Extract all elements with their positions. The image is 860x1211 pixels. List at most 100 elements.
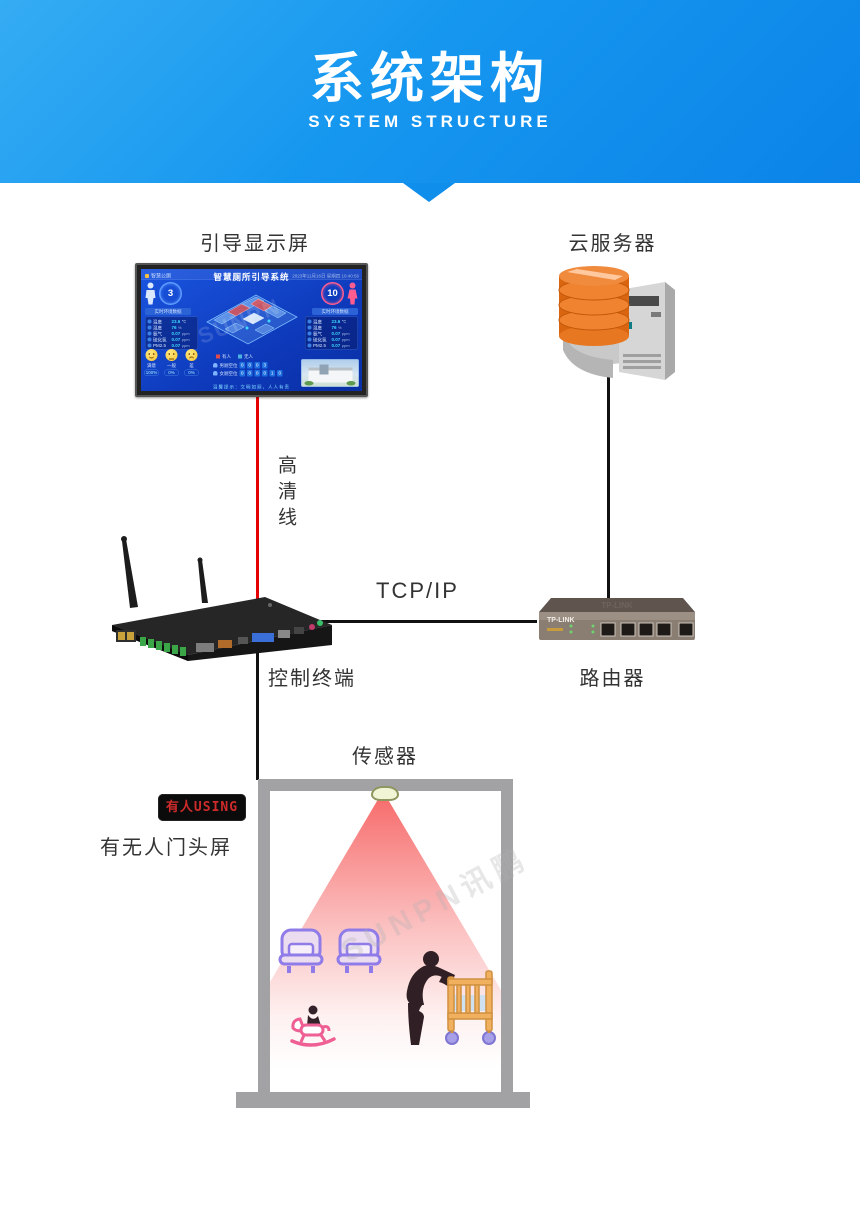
- env-row-value: 0.07: [331, 337, 341, 342]
- env-row-value: 23.6: [331, 319, 341, 324]
- hd-cable-line: [256, 396, 259, 604]
- satisfaction-percent: 100%: [144, 369, 159, 376]
- crib-shape: [445, 970, 496, 1045]
- label-router: 路由器: [579, 668, 646, 690]
- tcp-ip-line: [305, 620, 537, 623]
- cloud-server-icon: [558, 266, 675, 380]
- env-row-icon: [307, 331, 312, 336]
- env-row-icon: [147, 319, 152, 324]
- vacancy-label: 男厕空位: [219, 362, 238, 368]
- router-top-brand: TP-LINK: [601, 601, 633, 610]
- mother-silhouette: [406, 951, 455, 1045]
- env-row-label: 湿度: [313, 325, 323, 331]
- server-to-router-line: [607, 374, 610, 604]
- building-door: [319, 364, 329, 375]
- female-person-icon: [347, 282, 358, 305]
- face-mouth: [169, 357, 174, 360]
- env-row-unit: ℃: [341, 319, 347, 324]
- label-hd-cable: 高清线: [275, 455, 296, 533]
- room-wall-left: [258, 779, 270, 1092]
- vacancy-digit: 0: [239, 361, 246, 369]
- page-title: 系统架构: [310, 49, 550, 109]
- env-row-unit: %: [338, 325, 342, 330]
- env-row-label: 硫化氢: [313, 337, 327, 343]
- legend-label: 有人: [222, 354, 232, 359]
- env-row-value: 0.07: [171, 343, 181, 348]
- banner-arrow-icon: [403, 183, 455, 202]
- env-row-label: 氨气: [313, 331, 323, 337]
- legend-label: 无人: [244, 354, 254, 359]
- right-panel-tag: 实时环境数据: [312, 308, 358, 315]
- face-mouth: [149, 356, 154, 359]
- guide-display-monitor: 智慧公厕 智慧厕所引导系统 2023年11月16日 星期四 10:40:56 3…: [135, 263, 368, 397]
- label-cloud-server: 云服务器: [568, 233, 657, 255]
- male-person-icon: [145, 282, 156, 305]
- env-row-unit: %: [178, 325, 182, 330]
- dashboard-topbar: 智慧公厕 智慧厕所引导系统 2023年11月16日 星期四 10:40:56: [141, 269, 362, 283]
- header-banner: 系统架构 SYSTEM STRUCTURE: [0, 0, 860, 183]
- male-count-ring: 3: [159, 282, 182, 305]
- legend-swatch: [216, 354, 220, 359]
- env-row-value: 76: [171, 325, 177, 330]
- env-row-unit: ppm: [181, 337, 190, 342]
- env-row-value: 0.07: [331, 343, 341, 348]
- bush-left: [304, 381, 314, 386]
- env-row-value: 23.6: [171, 319, 181, 324]
- env-row-label: PM2.5: [153, 343, 167, 348]
- env-row: 湿度 76%: [307, 325, 356, 331]
- control-terminal-icon: [112, 536, 332, 661]
- map-legend: 有人 无人: [216, 353, 253, 360]
- satisfaction-percent: 0%: [164, 369, 179, 376]
- bush-right: [346, 381, 356, 386]
- env-row-value: 76: [331, 325, 337, 330]
- satisfaction-percent: 0%: [184, 369, 199, 376]
- sensor-icon: [371, 786, 399, 801]
- env-row-unit: ℃: [181, 319, 187, 324]
- room-wall-top: [258, 779, 513, 791]
- env-row-label: 温度: [313, 319, 323, 325]
- satisfaction-label: 满意: [146, 363, 156, 368]
- vacancy-digit: 0: [262, 369, 268, 377]
- env-row-label: 氨气: [153, 331, 163, 337]
- male-counter: 3: [145, 282, 182, 305]
- person-dot-icon: [213, 362, 218, 368]
- env-row-icon: [307, 325, 312, 330]
- label-tcp-ip: TCP/IP: [376, 578, 459, 603]
- dashboard-title: 智慧厕所引导系统: [213, 272, 290, 283]
- vacancy-digit: 3: [262, 361, 268, 369]
- env-row-icon: [307, 319, 312, 324]
- legend-item: 有人: [216, 353, 231, 360]
- label-control-terminal: 控制终端: [268, 668, 356, 690]
- satisfaction-label: 差: [189, 363, 194, 368]
- building-shape: [308, 367, 353, 383]
- room-wall-right: [501, 779, 513, 1092]
- page-subtitle: SYSTEM STRUCTURE: [308, 112, 552, 131]
- male-count: 3: [167, 288, 174, 299]
- vacancy-digit: 1: [269, 369, 276, 377]
- router-icon: TP-LINK TP-LINK: [539, 598, 695, 640]
- vacancy-label: 女厕空位: [219, 370, 238, 376]
- face-neutral-icon: [165, 349, 178, 361]
- label-door-screen: 有无人门头屏: [100, 837, 232, 859]
- dashboard-datetime: 2023年11月16日 星期四 10:40:56: [292, 273, 359, 279]
- mother-and-crib-icon: [406, 951, 496, 1045]
- env-row-value: 0.07: [171, 331, 181, 336]
- env-row-unit: ppm: [341, 331, 350, 336]
- armchairs-icon: [278, 928, 382, 973]
- room-interior: [270, 791, 501, 1092]
- label-display-screen: 引导显示屏: [200, 233, 310, 255]
- env-row-value: 0.07: [171, 337, 181, 342]
- vacancy-digit: 0: [247, 361, 253, 369]
- env-row-unit: ppm: [341, 343, 350, 348]
- female-counter: 10: [321, 282, 358, 305]
